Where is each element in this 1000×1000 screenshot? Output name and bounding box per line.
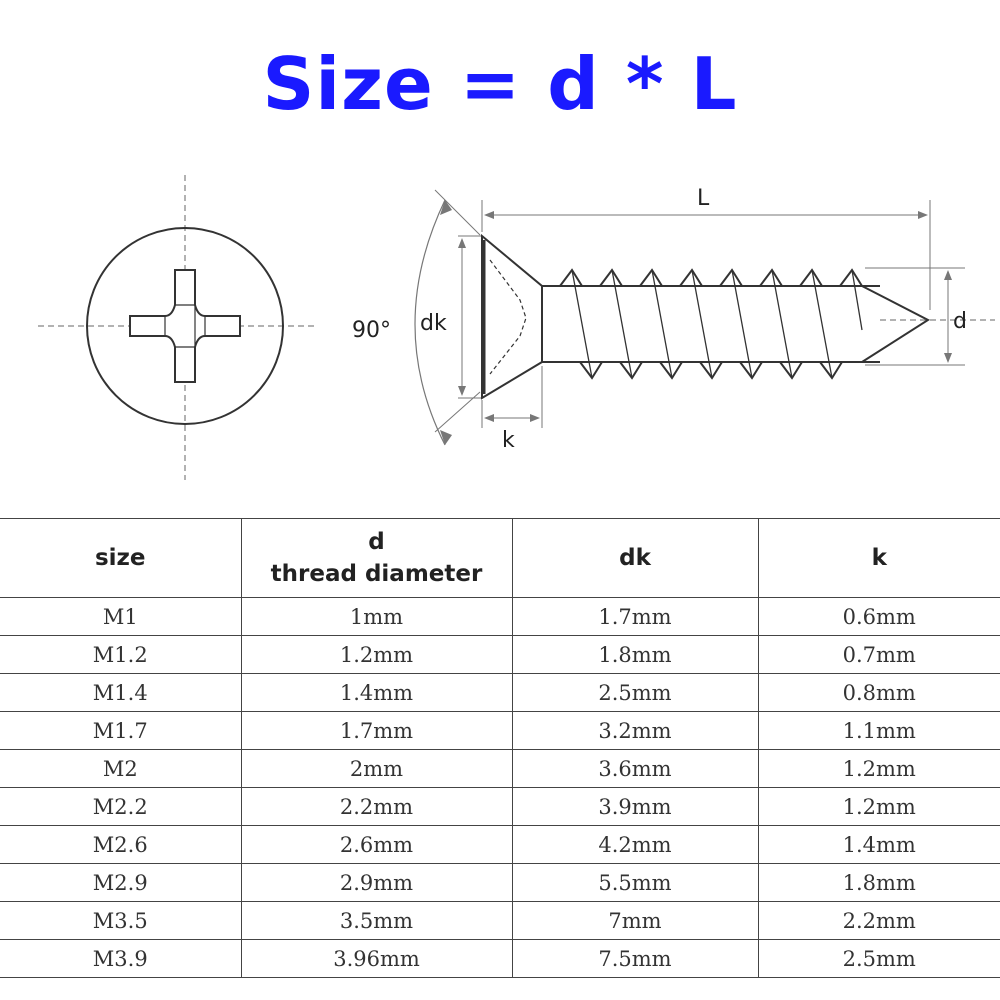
cell-k: 1.8mm	[757, 863, 1000, 902]
cell-dk: 5.5mm	[511, 863, 759, 902]
cell-k: 2.5mm	[757, 939, 1000, 978]
screw-head-top-view	[38, 175, 318, 480]
cell-dk: 7mm	[511, 901, 759, 940]
cell-size: M1.7	[0, 711, 242, 750]
k-label: k	[502, 428, 515, 453]
cell-dk: 3.9mm	[511, 787, 759, 826]
cell-size: M3.9	[0, 939, 242, 978]
cell-d: 1.2mm	[240, 635, 513, 674]
cell-dk: 3.2mm	[511, 711, 759, 750]
l-label: L	[697, 186, 710, 211]
cell-d: 2.2mm	[240, 787, 513, 826]
cell-k: 1.2mm	[757, 787, 1000, 826]
cell-d: 3.5mm	[240, 901, 513, 940]
cell-k: 2.2mm	[757, 901, 1000, 940]
cell-d: 2mm	[240, 749, 513, 788]
cell-d: 2.6mm	[240, 825, 513, 864]
cell-dk: 7.5mm	[511, 939, 759, 978]
cell-d: 2.9mm	[240, 863, 513, 902]
cell-size: M1.4	[0, 673, 242, 712]
header-k: k	[757, 518, 1000, 598]
cell-k: 1.2mm	[757, 749, 1000, 788]
cell-k: 1.4mm	[757, 825, 1000, 864]
screw-side-view	[414, 189, 995, 446]
cell-dk: 1.8mm	[511, 635, 759, 674]
cell-size: M2	[0, 749, 242, 788]
cell-size: M2.2	[0, 787, 242, 826]
cell-size: M1.2	[0, 635, 242, 674]
cell-d: 1.7mm	[240, 711, 513, 750]
cell-size: M2.6	[0, 825, 242, 864]
cell-d: 1mm	[240, 597, 513, 636]
angle-label: 90°	[352, 318, 391, 343]
cell-k: 1.1mm	[757, 711, 1000, 750]
cell-size: M2.9	[0, 863, 242, 902]
header-dk: dk	[511, 518, 759, 598]
phillips-cross-icon	[129, 269, 241, 383]
cell-dk: 1.7mm	[511, 597, 759, 636]
cell-dk: 3.6mm	[511, 749, 759, 788]
cell-d: 1.4mm	[240, 673, 513, 712]
cell-dk: 2.5mm	[511, 673, 759, 712]
cell-size: M1	[0, 597, 242, 636]
dk-label: dk	[420, 311, 447, 336]
d-label: d	[953, 309, 967, 334]
page-title: Size = d * L	[262, 42, 738, 126]
cell-k: 0.8mm	[757, 673, 1000, 712]
cell-k: 0.6mm	[757, 597, 1000, 636]
header-size: size	[0, 518, 242, 598]
cell-d: 3.96mm	[240, 939, 513, 978]
cell-dk: 4.2mm	[511, 825, 759, 864]
cell-k: 0.7mm	[757, 635, 1000, 674]
screw-drawing: 90° dk L k d	[38, 175, 995, 480]
cell-size: M3.5	[0, 901, 242, 940]
